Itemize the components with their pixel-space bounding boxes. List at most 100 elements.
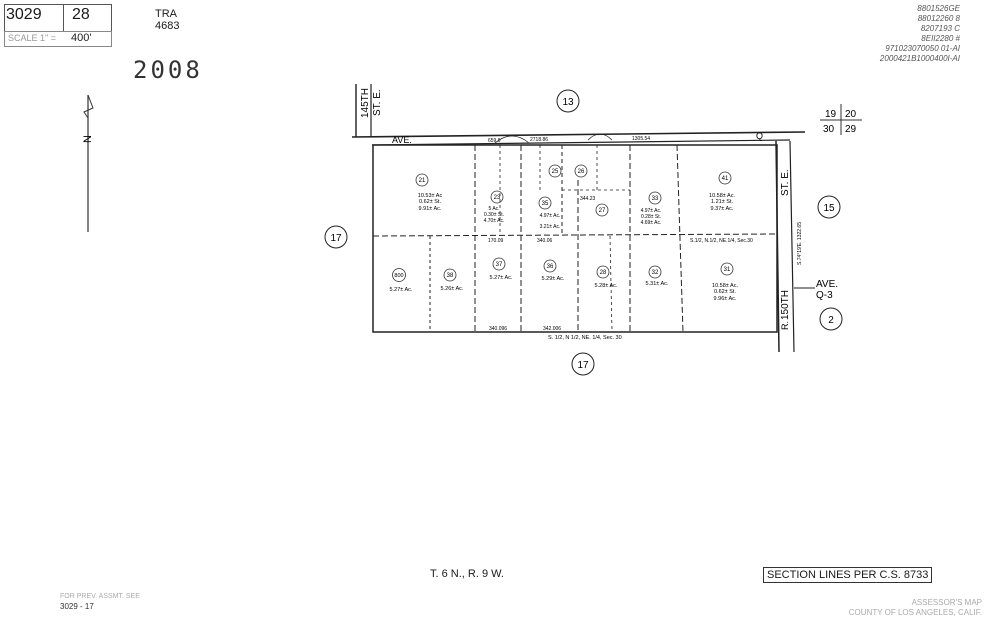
svg-text:21: 21 <box>419 178 426 184</box>
svg-text:26: 26 <box>578 169 585 175</box>
parcel-36[interactable]: 36 5.29± Ac. <box>542 259 565 282</box>
ave-q-label-right: Q <box>756 131 763 141</box>
svg-text:36: 36 <box>547 264 554 270</box>
dim-top-center: 2718.86 <box>530 137 548 143</box>
section-bl: 30 <box>823 124 835 135</box>
svg-text:0.62± St.: 0.62± St. <box>419 199 441 205</box>
parcel-31[interactable]: 31 10.58± Ac. 0.62± St. 9.96± Ac. <box>712 262 738 302</box>
north-label: N <box>82 135 94 143</box>
svg-text:13: 13 <box>562 97 574 108</box>
svg-text:15: 15 <box>823 203 835 214</box>
section-br: 29 <box>845 124 857 135</box>
svg-text:4.97± Ac.: 4.97± Ac. <box>641 208 662 214</box>
parcel-41[interactable]: 41 10.58± Ac. 1.21± St. 9.37± Ac. <box>709 171 735 212</box>
svg-text:4.70± Ac.: 4.70± Ac. <box>484 218 505 224</box>
svg-text:5.26± Ac.: 5.26± Ac. <box>441 286 464 292</box>
parcel-32[interactable]: 32 5.31± Ac. <box>646 265 669 287</box>
doc-number: 8EII2280 # <box>921 34 960 43</box>
svg-text:4.97± Ac.: 4.97± Ac. <box>540 213 561 219</box>
st145-road <box>355 84 372 137</box>
prev-assessment-label: FOR PREV. ASSMT. SEE <box>60 593 140 600</box>
doc-number: 8801526GE <box>917 4 960 13</box>
svg-text:0.28± St.: 0.28± St. <box>641 214 661 220</box>
svg-text:5 Ac.: 5 Ac. <box>488 206 499 212</box>
section-corner <box>820 104 862 135</box>
adjacent-page-2[interactable]: 2 <box>819 307 843 331</box>
parcel-26[interactable]: 26 <box>574 164 588 178</box>
svg-text:31: 31 <box>724 267 731 273</box>
adjacent-page-17-south[interactable]: 17 <box>571 352 595 376</box>
parcel-21[interactable]: 21 10.53± Ac 0.62± St. 9.91± Ac. <box>415 173 443 212</box>
adjacent-page-17-west[interactable]: 17 <box>324 225 348 249</box>
document-numbers: 8801526GE 88012260 8 8207193 C 8EII2280 … <box>880 4 960 64</box>
st150-label-right: ST. E. <box>780 169 791 196</box>
svg-text:5.27± Ac.: 5.27± Ac. <box>390 287 413 293</box>
dim-mid-center: 340.06 <box>537 238 553 244</box>
assessor-line-1: ASSESSOR'S MAP <box>911 598 982 607</box>
parcel-23[interactable]: 23 5 Ac. 0.30± St. 4.70± Ac. <box>484 190 505 224</box>
parcel-38[interactable]: 38 5.26± Ac. <box>441 268 464 292</box>
svg-text:5.27± Ac.: 5.27± Ac. <box>490 275 513 281</box>
parcel-33[interactable]: 33 4.97± Ac. 0.28± St. 4.69± Ac. <box>641 191 662 226</box>
svg-text:10.53± Ac: 10.53± Ac <box>418 193 443 199</box>
doc-number: 88012260 8 <box>917 14 960 23</box>
st145-label-2: ST. E. <box>372 89 383 116</box>
page-number: 28 <box>72 6 90 23</box>
svg-text:5.31± Ac.: 5.31± Ac. <box>646 281 669 287</box>
section-lines-note: SECTION LINES PER C.S. 8733 <box>763 567 933 583</box>
tra-value: 4683 <box>155 20 180 32</box>
parcel-35[interactable]: 35 4.97± Ac. 3.21± Ac. <box>538 196 561 230</box>
svg-text:25: 25 <box>552 169 559 175</box>
scale-label: SCALE 1" = <box>8 33 56 43</box>
svg-text:1.21± St.: 1.21± St. <box>711 199 733 205</box>
scale-box: SCALE 1" = 400' <box>4 31 112 47</box>
dim-east-side: S.74°19'E. 1322.65 <box>797 222 803 265</box>
parcel-27[interactable]: 27 <box>595 203 609 217</box>
ave-q-road <box>351 131 806 146</box>
scale-value: 400' <box>71 32 92 44</box>
parcel-28[interactable]: 28 5.28± Ac. <box>595 265 618 289</box>
parcel-37[interactable]: 37 5.27± Ac. <box>490 257 513 281</box>
assessor-line-2: COUNTY OF LOS ANGELES, CALIF. <box>848 608 982 617</box>
book-number: 3029 <box>6 6 42 23</box>
parcel-800[interactable]: 800 5.27± Ac. <box>390 268 413 294</box>
year-stamp: 2008 <box>133 56 203 84</box>
svg-text:10.58± Ac.: 10.58± Ac. <box>709 193 735 199</box>
adjacent-page-13[interactable]: 13 <box>556 89 580 113</box>
doc-number: 8207193 C <box>920 24 960 33</box>
township-range: T. 6 N., R. 9 W. <box>430 568 504 580</box>
svg-text:17: 17 <box>330 233 342 244</box>
dim-top-right: 1305.54 <box>632 136 650 142</box>
svg-text:10.58± Ac.: 10.58± Ac. <box>712 283 738 289</box>
svg-text:28: 28 <box>600 270 607 276</box>
svg-text:38: 38 <box>447 273 454 279</box>
svg-text:3.21± Ac.: 3.21± Ac. <box>540 224 561 230</box>
assessor-credit: ASSESSOR'S MAP COUNTY OF LOS ANGELES, CA… <box>849 598 982 618</box>
adjacent-page-15[interactable]: 15 <box>817 195 841 219</box>
svg-text:9.96± Ac.: 9.96± Ac. <box>714 296 737 302</box>
svg-text:9.91± Ac.: 9.91± Ac. <box>419 206 442 212</box>
dim-bottom-center: 342.006 <box>543 326 561 332</box>
svg-text:41: 41 <box>722 176 729 182</box>
svg-text:35: 35 <box>542 201 549 207</box>
dim-mid-left: 170.09 <box>488 238 504 244</box>
section-tr: 20 <box>845 109 857 120</box>
svg-text:800: 800 <box>394 273 403 279</box>
ave-q3-label-1: AVE. <box>816 279 838 290</box>
svg-text:32: 32 <box>652 270 659 276</box>
ave-q3-label-2: Q-3 <box>816 290 833 301</box>
svg-text:33: 33 <box>652 196 659 202</box>
section-tl: 19 <box>825 109 837 120</box>
doc-number: 2000421B1000400I-AI <box>879 54 960 63</box>
svg-text:37: 37 <box>496 262 503 268</box>
st150-label: 150TH <box>780 290 791 320</box>
parcel-25[interactable]: 25 <box>548 164 562 178</box>
svg-text:5.29± Ac.: 5.29± Ac. <box>542 276 565 282</box>
north-arrow-icon: N <box>82 94 94 232</box>
svg-text:4.69± Ac.: 4.69± Ac. <box>641 220 662 226</box>
doc-number: 971023070050 01-AI <box>885 44 960 53</box>
svg-text:23: 23 <box>494 195 501 201</box>
svg-text:2: 2 <box>828 315 834 326</box>
section-note-mid: S.1/2, N.1/2, NE.1/4, Sec.30 <box>690 238 753 244</box>
dim-bottom-left: 340.096 <box>489 326 507 332</box>
